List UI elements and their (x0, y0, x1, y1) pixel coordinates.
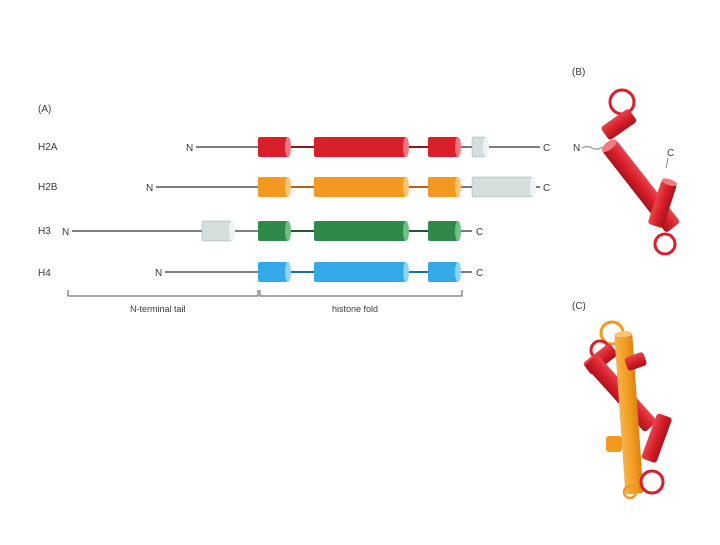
c-tail-b (665, 157, 669, 169)
helix-alpha1-h2a-end (285, 137, 291, 157)
extra-helix-h3 (201, 220, 233, 242)
panel-b-label: (B) (572, 67, 585, 78)
helix-alpha2-h2b-end (403, 177, 409, 197)
helix-alpha2-h2a-end (403, 137, 409, 157)
extra-helix-h2a-end (483, 137, 489, 157)
orange-helix-long (614, 331, 644, 495)
histone-label-h2a: H2A (38, 142, 58, 153)
helix-alpha1-h2a (258, 137, 288, 157)
orange-helix-short (606, 436, 622, 452)
red-loop-bottom (639, 469, 665, 495)
c-terminus-h2a: C (543, 143, 550, 154)
n-tail-b (581, 145, 603, 150)
n-terminus-h4: N (155, 268, 162, 279)
red-helix-short (624, 352, 647, 371)
panel-c-structure (583, 320, 672, 500)
helix-alpha2-h2a (314, 137, 406, 157)
domain-bracket-fold: histone fold (259, 290, 463, 314)
c-terminus-h3: C (476, 227, 483, 238)
n-terminus-h2b: N (146, 183, 153, 194)
histone-row-h2b: H2B N C (38, 176, 550, 198)
tail-domain-label: N-terminal tail (130, 304, 186, 314)
panel-c-label: (C) (572, 301, 586, 312)
tail-bracket-line (67, 290, 259, 297)
helix-alpha3-b (648, 178, 678, 228)
n-terminus-h3: N (62, 227, 69, 238)
helix-alpha3-h3 (428, 221, 458, 241)
fold-domain-label: histone fold (332, 304, 378, 314)
domain-bracket-tail: N-terminal tail (67, 290, 259, 314)
helix-alpha1-h3 (258, 221, 288, 241)
helix-alpha3-h2b-end (455, 177, 461, 197)
histone-label-h3: H3 (38, 226, 51, 237)
histone-label-h2b: H2B (38, 182, 58, 193)
helix-alpha2-h3 (314, 221, 406, 241)
red-helix-lower (641, 413, 672, 463)
helix-alpha3-h3-end (455, 221, 461, 241)
helix-alpha3-h2b (428, 177, 458, 197)
helix-alpha1-h3-end (285, 221, 291, 241)
loop-top-b (608, 88, 636, 116)
n-terminus-h2a: N (186, 143, 193, 154)
helix-alpha2-h4-end (403, 262, 409, 282)
panel-b-structure: N C (573, 88, 680, 256)
n-terminus-b: N (573, 143, 580, 154)
orange-loop-bottom (622, 484, 638, 500)
histone-row-h4: H4 N C (38, 262, 483, 282)
histone-label-h4: H4 (38, 268, 51, 279)
helix-alpha2-h2b (314, 177, 406, 197)
helix-alpha3-h2a (428, 137, 458, 157)
extra-helix-h2b-end (530, 177, 536, 197)
helix-alpha1-h4 (258, 262, 288, 282)
helix-alpha2-h4 (314, 262, 406, 282)
histone-row-h2a: H2A N C (38, 136, 550, 158)
c-terminus-b: C (667, 148, 674, 159)
extra-helix-h2b (471, 176, 534, 198)
helix-alpha1-h2b (258, 177, 288, 197)
loop-bottom-b (653, 232, 677, 256)
helix-alpha1-h4-end (285, 262, 291, 282)
helix-alpha1-b (601, 109, 637, 140)
helix-alpha2-h3-end (403, 221, 409, 241)
helix-alpha3-h2a-end (455, 137, 461, 157)
extra-helix-h3-end (229, 221, 235, 241)
fold-bracket-line (259, 290, 463, 297)
c-terminus-h2b: C (543, 183, 550, 194)
helix-alpha1-h2b-end (285, 177, 291, 197)
c-terminus-h4: C (476, 268, 483, 279)
histone-row-h3: H3 N C (38, 220, 483, 242)
helix-alpha3-h4 (428, 262, 458, 282)
panel-a-label: (A) (38, 104, 51, 115)
helix-alpha3-h4-end (455, 262, 461, 282)
